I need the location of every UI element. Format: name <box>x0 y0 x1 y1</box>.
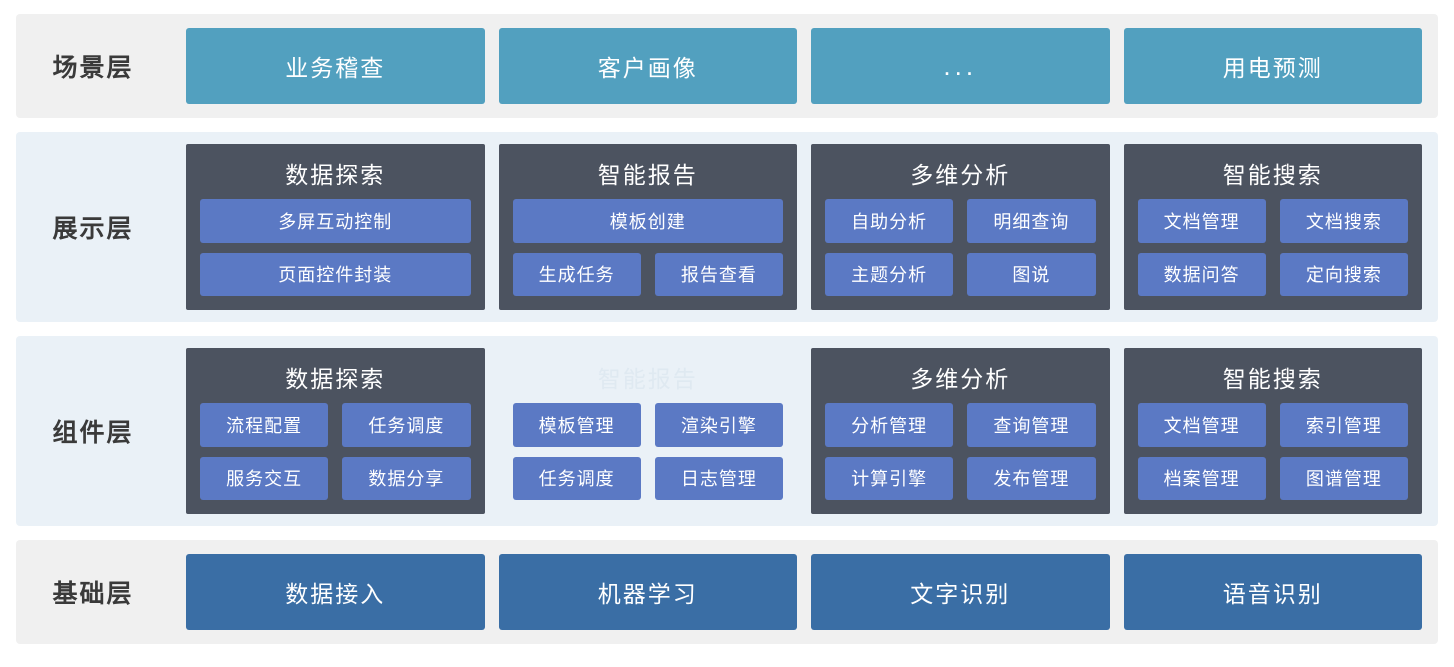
scene-card-2[interactable]: 客户画像 <box>498 28 797 104</box>
chip-row: 数据问答 定向搜索 <box>1137 252 1408 296</box>
chip-row: 档案管理 图谱管理 <box>1137 456 1408 500</box>
group-title: 多维分析 <box>910 366 1011 392</box>
chip[interactable]: 流程配置 <box>200 403 329 447</box>
chip[interactable]: 任务调度 <box>342 403 471 447</box>
chip[interactable]: 主题分析 <box>825 252 954 296</box>
chip-row: 模板创建 <box>512 199 783 243</box>
chip[interactable]: 档案管理 <box>1137 456 1266 500</box>
scene-card-more[interactable]: ... <box>811 28 1110 104</box>
base-card-4[interactable]: 语音识别 <box>1123 554 1422 630</box>
group-title: 多维分析 <box>910 162 1011 188</box>
chip-grid: 多屏互动控制 页面控件封装 <box>200 199 471 296</box>
chip[interactable]: 渲染引擎 <box>654 403 783 447</box>
chip-row: 生成任务 报告查看 <box>512 252 783 296</box>
chip[interactable]: 文档管理 <box>1137 199 1266 243</box>
group-title: 智能报告 <box>597 366 698 392</box>
chip[interactable]: 服务交互 <box>200 456 329 500</box>
chip-row: 模板管理 渲染引擎 <box>512 403 783 447</box>
scene-card-4[interactable]: 用电预测 <box>1123 28 1422 104</box>
group-component-multidim-analysis: 多维分析 分析管理 查询管理 计算引擎 发布管理 <box>811 348 1110 514</box>
layer-label-base: 基础层 <box>52 580 134 608</box>
layer-body-base: 数据接入 机器学习 文字识别 语音识别 <box>170 540 1438 644</box>
chip[interactable]: 图谱管理 <box>1279 456 1408 500</box>
group-component-data-exploration: 数据探索 流程配置 任务调度 服务交互 数据分享 <box>186 348 485 514</box>
group-title: 智能搜索 <box>1222 366 1323 392</box>
chip-row: 多屏互动控制 <box>200 199 471 243</box>
chip-grid: 自助分析 明细查询 主题分析 图说 <box>825 199 1096 296</box>
layer-base: 基础层 数据接入 机器学习 文字识别 语音识别 <box>16 540 1438 644</box>
group-title: 智能搜索 <box>1222 162 1323 188</box>
chip[interactable]: 文档搜索 <box>1279 199 1408 243</box>
group-title: 数据探索 <box>285 366 386 392</box>
group-title: 智能报告 <box>597 162 698 188</box>
layer-component: 组件层 数据探索 流程配置 任务调度 服务交互 数据分享 智能报告 <box>16 336 1438 526</box>
layer-label-presentation: 展示层 <box>52 215 134 243</box>
chip[interactable]: 发布管理 <box>967 456 1096 500</box>
chip-row: 流程配置 任务调度 <box>200 403 471 447</box>
chip-grid: 文档管理 文档搜索 数据问答 定向搜索 <box>1137 199 1408 296</box>
chip[interactable]: 计算引擎 <box>825 456 954 500</box>
group-presentation-smart-report: 智能报告 模板创建 生成任务 报告查看 <box>498 144 797 310</box>
chip[interactable]: 日志管理 <box>654 456 783 500</box>
base-card-3[interactable]: 文字识别 <box>811 554 1110 630</box>
layer-label-component: 组件层 <box>52 419 134 447</box>
chip[interactable]: 索引管理 <box>1279 403 1408 447</box>
layer-body-presentation: 数据探索 多屏互动控制 页面控件封装 智能报告 模板创建 <box>170 132 1438 322</box>
layer-body-component: 数据探索 流程配置 任务调度 服务交互 数据分享 智能报告 模板管理 <box>170 336 1438 526</box>
base-card-1[interactable]: 数据接入 <box>186 554 485 630</box>
chip-row: 服务交互 数据分享 <box>200 456 471 500</box>
chip[interactable]: 模板创建 <box>512 199 783 243</box>
chip[interactable]: 文档管理 <box>1137 403 1266 447</box>
chip-grid: 流程配置 任务调度 服务交互 数据分享 <box>200 403 471 500</box>
chip-row: 文档管理 索引管理 <box>1137 403 1408 447</box>
chip[interactable]: 报告查看 <box>654 252 783 296</box>
group-title: 数据探索 <box>285 162 386 188</box>
chip[interactable]: 数据问答 <box>1137 252 1266 296</box>
chip-grid: 模板管理 渲染引擎 任务调度 日志管理 <box>512 403 783 500</box>
chip[interactable]: 页面控件封装 <box>200 252 471 296</box>
group-presentation-data-exploration: 数据探索 多屏互动控制 页面控件封装 <box>186 144 485 310</box>
chip-grid: 分析管理 查询管理 计算引擎 发布管理 <box>825 403 1096 500</box>
base-card-2[interactable]: 机器学习 <box>498 554 797 630</box>
scene-card-1[interactable]: 业务稽查 <box>186 28 485 104</box>
chip[interactable]: 多屏互动控制 <box>200 199 471 243</box>
layer-scene: 场景层 业务稽查 客户画像 ... 用电预测 <box>16 14 1438 118</box>
chip-grid: 模板创建 生成任务 报告查看 <box>512 199 783 296</box>
group-presentation-multidim-analysis: 多维分析 自助分析 明细查询 主题分析 图说 <box>811 144 1110 310</box>
chip[interactable]: 生成任务 <box>512 252 641 296</box>
chip-row: 文档管理 文档搜索 <box>1137 199 1408 243</box>
layer-presentation: 展示层 数据探索 多屏互动控制 页面控件封装 智能报告 模板创建 <box>16 132 1438 322</box>
chip[interactable]: 数据分享 <box>342 456 471 500</box>
chip-row: 计算引擎 发布管理 <box>825 456 1096 500</box>
chip[interactable]: 查询管理 <box>967 403 1096 447</box>
chip-row: 主题分析 图说 <box>825 252 1096 296</box>
chip[interactable]: 分析管理 <box>825 403 954 447</box>
group-presentation-smart-search: 智能搜索 文档管理 文档搜索 数据问答 定向搜索 <box>1123 144 1422 310</box>
group-component-smart-report: 智能报告 模板管理 渲染引擎 任务调度 日志管理 <box>498 348 797 514</box>
chip[interactable]: 任务调度 <box>512 456 641 500</box>
group-component-smart-search: 智能搜索 文档管理 索引管理 档案管理 图谱管理 <box>1123 348 1422 514</box>
chip-row: 任务调度 日志管理 <box>512 456 783 500</box>
chip[interactable]: 图说 <box>967 252 1096 296</box>
chip[interactable]: 定向搜索 <box>1279 252 1408 296</box>
chip-row: 自助分析 明细查询 <box>825 199 1096 243</box>
chip-row: 页面控件封装 <box>200 252 471 296</box>
layer-body-scene: 业务稽查 客户画像 ... 用电预测 <box>170 14 1438 118</box>
layer-label-scene: 场景层 <box>52 54 134 82</box>
chip[interactable]: 自助分析 <box>825 199 954 243</box>
chip[interactable]: 明细查询 <box>967 199 1096 243</box>
chip-grid: 文档管理 索引管理 档案管理 图谱管理 <box>1137 403 1408 500</box>
chip[interactable]: 模板管理 <box>512 403 641 447</box>
chip-row: 分析管理 查询管理 <box>825 403 1096 447</box>
